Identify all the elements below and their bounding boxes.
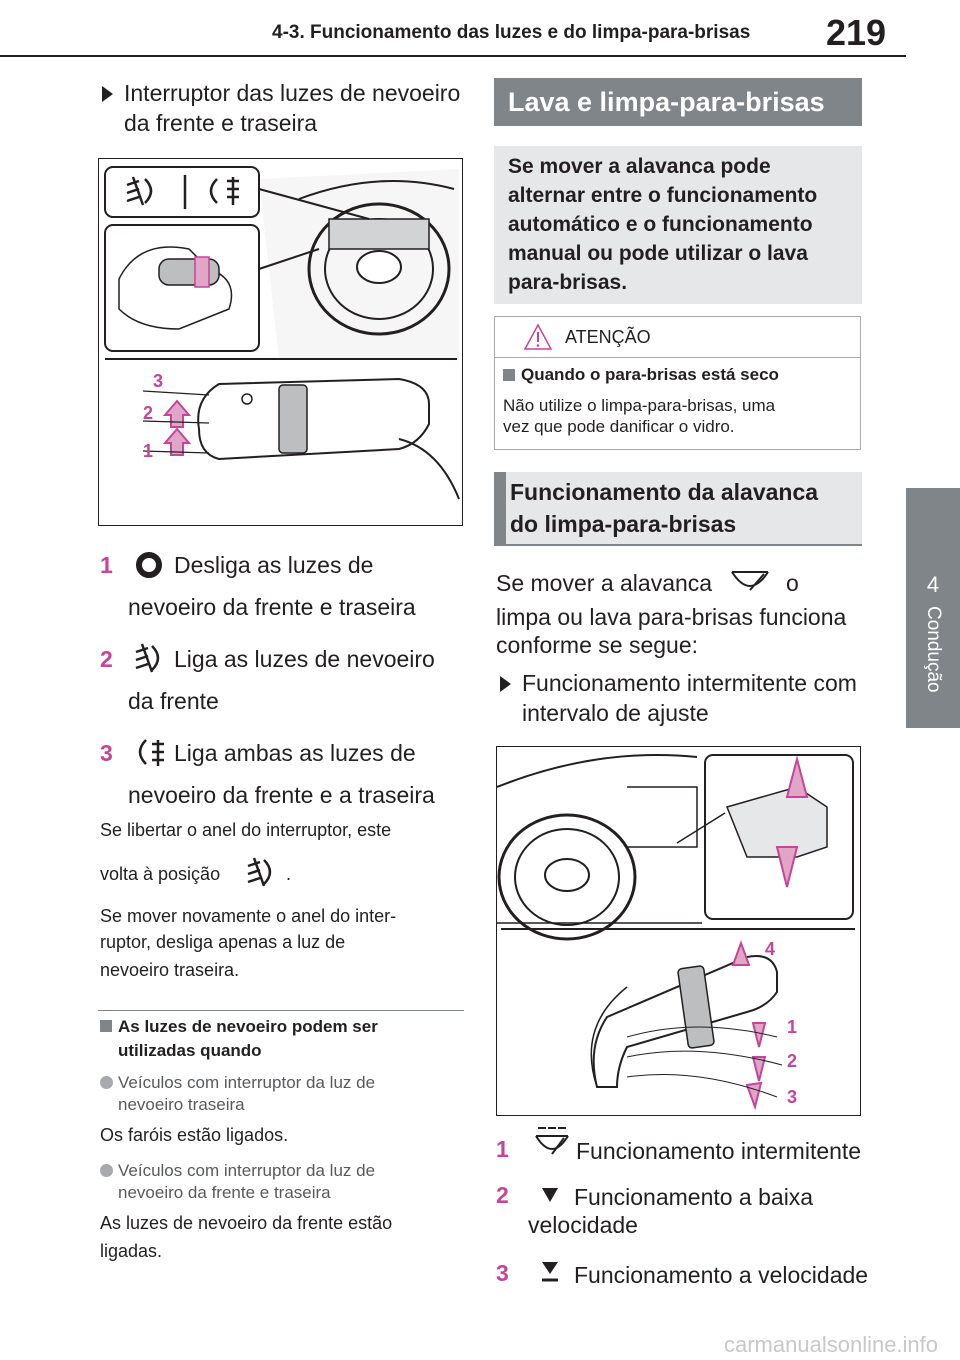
square-bullet-icon: [100, 1020, 112, 1032]
rear-fog-icon: [138, 739, 164, 766]
subsection-heading: utilizadas quando: [118, 1041, 262, 1060]
fog-switch-heading-line2: da frente e traseira: [124, 110, 318, 136]
arrow-bullet-icon: [500, 676, 511, 692]
fog-light-switch-figure: 3 2 1: [98, 158, 463, 526]
chapter-tab: [906, 488, 960, 728]
figure1-callout-1: 1: [143, 441, 154, 461]
item-text: Desliga as luzes de: [174, 552, 374, 578]
item-text: nevoeiro da frente e traseira: [128, 594, 416, 620]
figure1-callout-3: 3: [153, 371, 164, 391]
subsection-heading: Funcionamento da alavanca: [510, 479, 819, 505]
high-speed-icon: [542, 1262, 558, 1282]
wiper-icon: [731, 571, 769, 591]
item-number: 3: [496, 1260, 509, 1286]
bullet-text: Os faróis estão ligados.: [100, 1125, 289, 1145]
fog-off-icon: [136, 552, 162, 578]
body-text: Se mover a alavanca: [496, 570, 713, 596]
item-text: Funcionamento a velocidade: [574, 1262, 869, 1288]
item-text: velocidade: [528, 1212, 638, 1238]
wiper-subsection-box: Funcionamento da alavanca do limpa-para-…: [494, 472, 862, 546]
caution-divider: [495, 357, 860, 358]
intro-line: Se mover a alavanca pode: [508, 155, 771, 178]
bullet-text: ligadas.: [100, 1241, 163, 1261]
item-text: Funcionamento a baixa: [574, 1184, 814, 1210]
body-text: limpa ou lava para-brisas funciona: [496, 604, 847, 630]
intro-line: para-brisas.: [508, 271, 628, 294]
divider: [98, 1010, 464, 1011]
round-bullet-icon: [100, 1164, 113, 1177]
intro-line: manual ou pode utilizar o lava: [508, 242, 808, 265]
fog-switch-heading-line1: Interruptor das luzes de nevoeiro: [124, 80, 461, 106]
arrow-item-text: intervalo de ajuste: [522, 700, 709, 726]
wiper-lever-illustration: [496, 754, 855, 1111]
item-number: 1: [496, 1136, 509, 1162]
item-number: 1: [100, 552, 113, 578]
item-text: Liga as luzes de nevoeiro: [174, 646, 435, 672]
bullet-text: As luzes de nevoeiro da frente estão: [100, 1213, 393, 1233]
intro-line: alternar entre o funcionamento: [508, 184, 818, 207]
figure2-callout-3: 3: [787, 1087, 798, 1107]
front-fog-icon: [135, 643, 160, 673]
item-number: 3: [100, 740, 113, 766]
front-fog-icon: [247, 857, 272, 887]
item-text: Liga ambas as luzes de: [174, 740, 416, 766]
note-text: Se mover novamente o anel do inter-: [100, 906, 397, 926]
caution-box: ATENÇÃO Quando o para-brisas está seco N…: [494, 316, 861, 450]
body-text: o: [786, 570, 799, 596]
note-text: nevoeiro traseira.: [100, 960, 240, 980]
page-number: 219: [826, 12, 887, 53]
note-text: Se libertar o anel do interruptor, este: [100, 820, 392, 840]
arrow-item-text: Funcionamento intermitente com: [522, 670, 857, 696]
bullet-label: Veículos com interruptor da luz de: [118, 1073, 376, 1092]
intermittent-wiper-icon: [535, 1127, 569, 1155]
item-text: nevoeiro da frente e a traseira: [128, 782, 435, 808]
wiper-lever-figure: 4 1 2 3: [496, 746, 861, 1116]
round-bullet-icon: [100, 1076, 113, 1089]
item-number: 2: [100, 646, 113, 672]
bullet-label: Veículos com interruptor da luz de: [118, 1161, 376, 1180]
arrow-bullet-icon: [102, 86, 113, 102]
intro-line: automático e o funcionamento: [508, 213, 813, 236]
note-text: volta à posição: [100, 864, 221, 884]
caution-text: Não utilize o limpa-para-brisas, uma: [503, 396, 776, 415]
subsection-heading: As luzes de nevoeiro podem ser: [118, 1017, 378, 1036]
item-text: Funcionamento intermitente: [576, 1138, 862, 1164]
figure2-callout-1: 1: [787, 1017, 798, 1037]
bullet-label: nevoeiro da frente e traseira: [118, 1183, 331, 1202]
caution-text: vez que pode danificar o vidro.: [503, 417, 735, 436]
section-title: Lava e limpa-para-brisas: [494, 78, 862, 126]
intro-box: Se mover a alavanca pode alternar entre …: [494, 146, 862, 304]
bullet-label: nevoeiro traseira: [118, 1095, 245, 1114]
chapter-label: Condução: [923, 606, 944, 693]
header-rule: [0, 55, 906, 57]
caution-title: ATENÇÃO: [565, 327, 651, 347]
figure2-callout-2: 2: [787, 1051, 798, 1071]
fog-switch-illustration: [104, 166, 460, 500]
note-text: .: [286, 864, 292, 884]
watermark: carmanualsonline.info: [724, 1332, 939, 1357]
body-text: conforme se segue:: [496, 632, 699, 658]
subsection-heading: do limpa-para-brisas: [510, 511, 737, 537]
square-bullet-icon: [503, 369, 515, 381]
section-header: 4-3. Funcionamento das luzes e do limpa-…: [272, 22, 751, 43]
low-speed-icon: [542, 1188, 558, 1202]
item-number: 2: [496, 1182, 509, 1208]
warning-triangle-icon: [523, 323, 553, 350]
note-text: ruptor, desliga apenas a luz de: [100, 932, 346, 952]
caution-heading: Quando o para-brisas está seco: [521, 365, 779, 384]
figure2-callout-4: 4: [765, 939, 776, 959]
figure1-callout-2: 2: [143, 403, 154, 423]
item-text: da frente: [128, 688, 219, 714]
chapter-number: 4: [926, 572, 940, 597]
